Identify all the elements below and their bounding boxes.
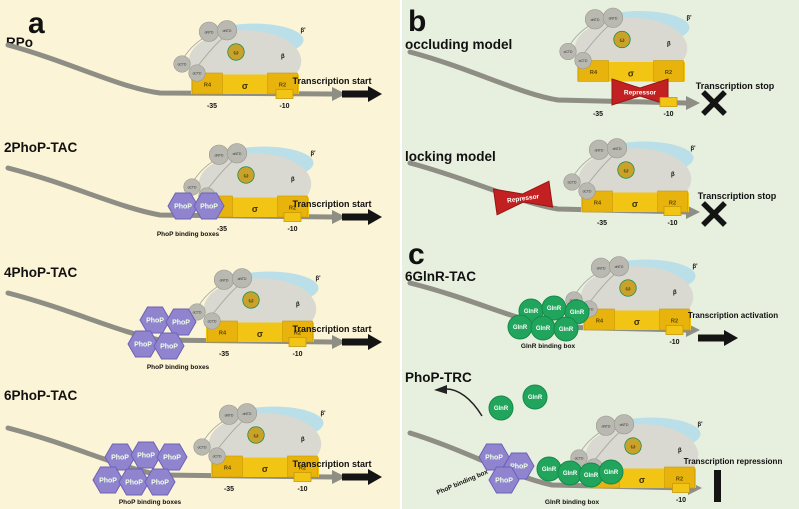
scene-2phop-tac: 2PhoP-TAC -35 -10 PhoP binding boxes Tra… [4,140,382,238]
outcome-label: Transcription start [292,76,371,86]
outcome-label: Transcription stop [698,191,777,201]
section-title: 6PhoP-TAC [4,388,77,403]
minus10-label: -10 [676,497,686,504]
panel-a-letter: a [28,7,45,40]
minus10-box [663,206,682,216]
section-title: PhoP-TRC [405,370,472,385]
binding-box-glnr-label: GlnR binding box [545,499,600,506]
minus35-label: -35 [217,226,227,233]
panel-c-letter: c [408,238,425,271]
minus10-box [275,89,294,99]
outcome-label: Transcription stop [696,81,775,91]
glnr-circle [522,384,548,410]
minus10-label: -10 [667,220,677,227]
minus10-label: -10 [663,111,673,118]
minus35-label: -35 [593,111,603,118]
minus10-box [672,483,690,493]
scene-6phop-tac: 6PhoP-TAC -35 -10 PhoP binding boxes Tra… [4,388,382,506]
minus10-label: -10 [279,103,289,110]
outcome-label: Transcription repressionn [684,457,783,466]
glnr-circle [507,314,533,340]
minus10-box [293,472,312,482]
minus10-label: -10 [669,339,679,346]
glnr-circle [530,315,556,341]
minus10-box [288,337,307,347]
section-title: locking model [405,149,496,164]
minus35-label: -35 [597,220,607,227]
minus35-label: -35 [219,351,229,358]
outcome-label: Transcription activation [688,311,778,320]
glnr-circle [557,460,583,486]
outcome-label: Transcription start [292,199,371,209]
outcome-label: Transcription start [292,324,371,334]
scene-rpo: RPo -35 -10 Transcription start [5,20,382,110]
dna-strand [407,49,689,106]
displacement-arrow-icon [445,388,483,417]
binding-boxes-label: PhoP binding boxes [147,364,210,371]
minus10-label: -10 [297,486,307,493]
scene-4phop-tac: 4PhoP-TAC -35 -10 PhoP binding boxes Tra… [4,265,382,371]
section-title: 4PhoP-TAC [4,265,77,280]
glnr-circle [488,395,514,421]
dna-strand [5,42,335,97]
minus10-box [659,97,678,107]
section-title: 2PhoP-TAC [4,140,77,155]
glnr-circle [553,316,579,342]
displacement-arrowhead [434,385,447,394]
scene-locking-model: locking model -35 -10 Transcription stop [405,138,777,227]
minus10-label: -10 [292,351,302,358]
binding-boxes-label: PhoP binding boxes [157,231,220,238]
minus10-box [283,212,302,222]
binding-box-label: GlnR binding box [521,343,576,350]
section-title: 6GlnR-TAC [405,269,476,284]
minus10-label: -10 [287,226,297,233]
panel-b-letter: b [408,5,426,38]
binding-boxes-label: PhoP binding boxes [119,499,182,506]
glnr-circle [598,459,624,485]
scene-occluding-model: occluding model -35 -10 Transcription st… [405,7,775,118]
minus10-box [665,325,684,335]
minus35-label: -35 [224,486,234,493]
glnr-circle [536,456,562,482]
transcription-repression-bar-icon [714,470,721,502]
section-title: occluding model [405,37,512,52]
dna-strand [5,165,335,220]
minus35-label: -35 [207,103,217,110]
outcome-label: Transcription start [292,459,371,469]
scene-6glnr-tac: 6GlnR-TAC -10 GlnR binding box Transcrip… [405,256,778,350]
